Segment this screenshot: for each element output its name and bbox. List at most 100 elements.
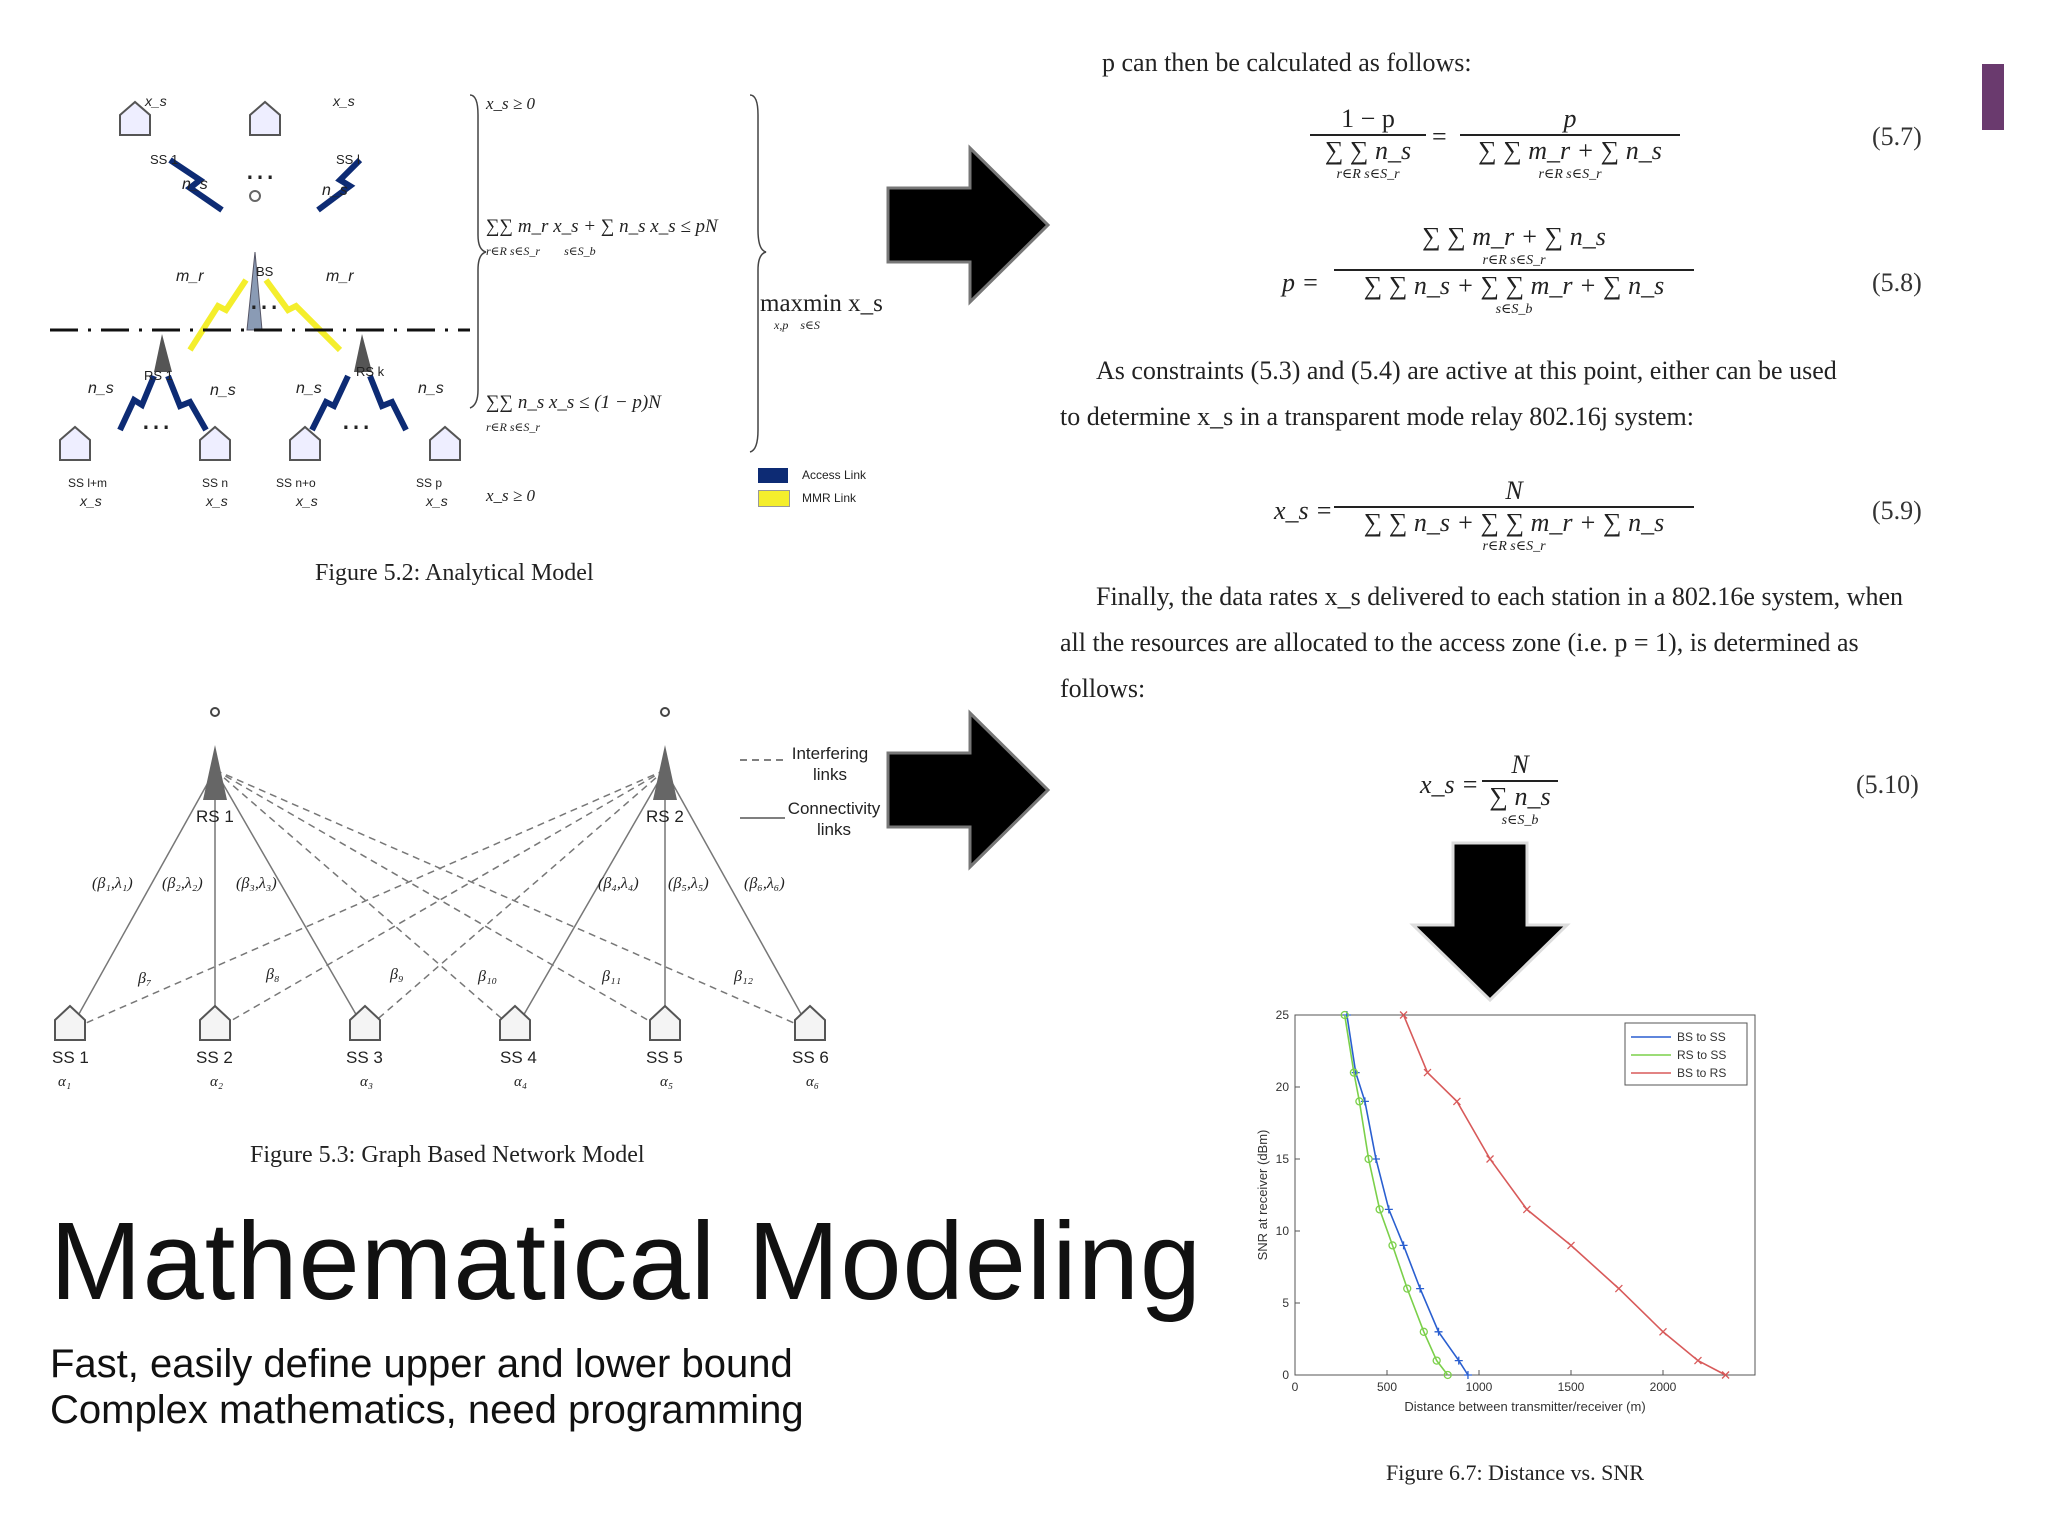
ns-label: n_s bbox=[182, 176, 208, 193]
accent-bar bbox=[1982, 64, 2004, 130]
access-link bbox=[316, 157, 363, 213]
eq57-lhs-num: 1 − p bbox=[1341, 104, 1395, 133]
rs1-tower-icon bbox=[203, 707, 227, 800]
rs1-tower-icon bbox=[154, 334, 172, 372]
eq57-rhs-num: p bbox=[1563, 104, 1577, 133]
data-point bbox=[1659, 1327, 1667, 1336]
data-point bbox=[1403, 1284, 1412, 1293]
ns-label: n_s bbox=[296, 380, 322, 397]
access-link bbox=[309, 374, 351, 432]
legend-line: Connectivity bbox=[787, 799, 881, 818]
right-arrow-icon bbox=[886, 709, 1051, 871]
link-pair-label: (β₂,λ₂) bbox=[162, 875, 203, 892]
eq58-den-sub: s∈S_b bbox=[1495, 302, 1533, 317]
x-tick-label: 1500 bbox=[1558, 1380, 1585, 1394]
access-link-legend-label: Access Link bbox=[802, 468, 867, 482]
ss1-label: SS 1 bbox=[52, 1048, 89, 1067]
ellipsis-label: … bbox=[244, 150, 276, 186]
data-point bbox=[1384, 1205, 1393, 1214]
eq510-num: N bbox=[1511, 750, 1529, 779]
series-line bbox=[1346, 1014, 1469, 1376]
eq58-number: (5.8) bbox=[1872, 268, 1922, 297]
sslm-label: SS l+m bbox=[68, 476, 108, 490]
xs-label: x_s bbox=[206, 493, 228, 509]
house-icon bbox=[499, 1004, 531, 1041]
rs1-label: RS 1 bbox=[144, 368, 173, 383]
house-icon bbox=[59, 425, 91, 461]
eq57-rhs-fraction: p ∑ ∑ m_r + ∑ n_s r∈R s∈S_r bbox=[1460, 104, 1680, 183]
data-point bbox=[1423, 1068, 1432, 1077]
data-point bbox=[1694, 1356, 1702, 1365]
graph-network-figure bbox=[54, 707, 826, 1041]
eq57-number: (5.7) bbox=[1872, 122, 1922, 151]
ellipsis-label: … bbox=[248, 280, 280, 316]
constraint-xs-nonneg-2: x_s ≥ 0 bbox=[486, 486, 535, 505]
mr-label: m_r bbox=[176, 268, 204, 285]
data-point bbox=[1416, 1284, 1425, 1293]
data-point bbox=[1486, 1155, 1494, 1163]
alpha-label: α₂ bbox=[210, 1074, 224, 1090]
eq59-fraction: N ∑ ∑ n_s + ∑ ∑ m_r + ∑ n_s r∈R s∈S_r bbox=[1334, 476, 1694, 555]
data-point bbox=[1371, 1155, 1380, 1163]
interfering-links-legend: Interfering links bbox=[790, 743, 870, 785]
ssn-label: SS n bbox=[202, 476, 229, 490]
xs-label: x_s bbox=[80, 493, 102, 509]
legend-label: BS to RS bbox=[1677, 1066, 1726, 1080]
xs-label: x_s bbox=[296, 493, 318, 509]
beta-label: β₉ bbox=[390, 966, 404, 983]
ss3-label: SS 3 bbox=[346, 1048, 383, 1067]
beta-label: β₇ bbox=[138, 970, 152, 987]
constraint-relay-zone-sub: r∈R s∈S_r s∈S_b bbox=[486, 244, 596, 258]
connectivity-links-legend: Connectivity links bbox=[786, 798, 882, 840]
mmr-link bbox=[263, 278, 343, 353]
legend-label: RS to SS bbox=[1677, 1048, 1726, 1062]
y-tick-label: 5 bbox=[1282, 1296, 1289, 1310]
rs2-label: RS 2 bbox=[646, 807, 684, 826]
doc-paragraph-1-line-1: As constraints (5.3) and (5.4) are activ… bbox=[1096, 356, 1837, 385]
objective-sub: x,p s∈S bbox=[774, 318, 820, 332]
house-icon bbox=[199, 425, 231, 461]
y-tick-label: 10 bbox=[1276, 1224, 1290, 1238]
doc-paragraph-2-line-3: follows: bbox=[1060, 674, 1146, 703]
data-point bbox=[1443, 1370, 1452, 1380]
rs2-tower-icon bbox=[653, 707, 677, 800]
eq59-number: (5.9) bbox=[1872, 496, 1922, 525]
objective-function: maxmin x_s bbox=[760, 290, 883, 317]
xs-label: x_s bbox=[145, 93, 167, 109]
eq58-lhs: p = bbox=[1282, 268, 1320, 297]
ns-label: n_s bbox=[88, 380, 114, 397]
y-axis-label: SNR at receiver (dBm) bbox=[1255, 1130, 1270, 1261]
house-icon bbox=[349, 1004, 381, 1041]
mmr-link-legend-label: MMR Link bbox=[802, 491, 857, 505]
beta-label: β₁₀ bbox=[478, 968, 498, 985]
house-icon bbox=[649, 1004, 681, 1041]
access-link bbox=[367, 374, 409, 432]
ss1-label: SS 1 bbox=[150, 152, 179, 167]
xs-label: x_s bbox=[333, 93, 355, 109]
eq58-num: ∑ ∑ m_r + ∑ n_s bbox=[1422, 222, 1606, 251]
alpha-label: α₃ bbox=[360, 1074, 374, 1090]
figure-5-3-caption: Figure 5.3: Graph Based Network Model bbox=[250, 1142, 645, 1168]
access-link-legend-swatch bbox=[758, 468, 788, 483]
right-arrow-icon bbox=[886, 144, 1051, 306]
ssno-label: SS n+o bbox=[276, 476, 316, 490]
data-point bbox=[1340, 1010, 1349, 1020]
ellipsis-label: … bbox=[140, 400, 172, 436]
data-point bbox=[1434, 1327, 1443, 1336]
doc-intro: p can then be calculated as follows: bbox=[1102, 48, 1472, 77]
y-tick-label: 15 bbox=[1276, 1152, 1290, 1166]
data-point bbox=[1349, 1068, 1359, 1077]
eq510-number: (5.10) bbox=[1856, 770, 1919, 799]
data-point bbox=[1419, 1327, 1428, 1336]
y-tick-label: 25 bbox=[1276, 1008, 1290, 1022]
doc-paragraph-2-line-2: all the resources are allocated to the a… bbox=[1060, 628, 1859, 657]
access-link bbox=[117, 374, 157, 432]
x-axis-label: Distance between transmitter/receiver (m… bbox=[1404, 1399, 1645, 1414]
ns-label: n_s bbox=[322, 182, 348, 199]
access-link bbox=[168, 157, 224, 213]
data-point bbox=[1399, 1241, 1408, 1250]
rs1-label: RS 1 bbox=[196, 807, 234, 826]
alpha-label: α₄ bbox=[514, 1074, 528, 1090]
ssp-label: SS p bbox=[416, 476, 443, 490]
alpha-label: α₆ bbox=[806, 1074, 820, 1090]
